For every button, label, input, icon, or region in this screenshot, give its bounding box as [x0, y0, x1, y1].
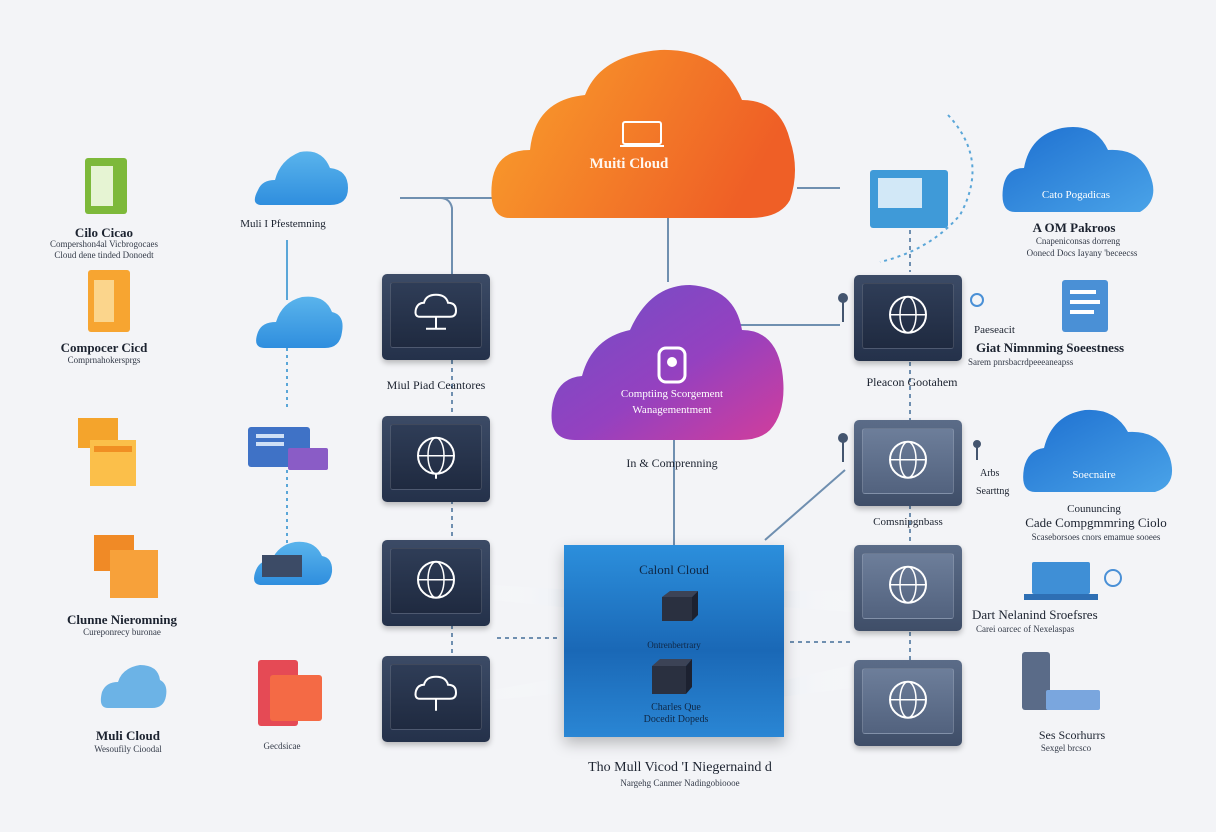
connector-lines [286, 114, 974, 660]
bulb-icon [970, 293, 1122, 587]
box-stack-icon-orange [94, 535, 158, 598]
mid-small1: Arbs [980, 468, 1000, 479]
management-cloud [551, 285, 784, 440]
right-cloud-1-text: Cato Pogadicas [1041, 189, 1111, 201]
phone-icon [1022, 652, 1100, 710]
blue-box-title: Calonl Cloud [639, 562, 709, 577]
management-cloud-line2: Wanagementment [632, 404, 712, 416]
cloud-network-icon [414, 675, 458, 711]
left-item-2-title: Compocer Cicd [60, 340, 148, 355]
right-cloud-2-text: Soecnaire [1072, 469, 1116, 481]
globe-icon [889, 440, 927, 479]
panel2-caption: Pleacon Gootahem [866, 375, 958, 389]
left-item-4-sub1: Wesoufily Cioodal [94, 744, 162, 754]
person-icon [838, 293, 981, 462]
aom-sub2: Oonecd Docs Iayany 'beceecss [1026, 248, 1138, 258]
panel3-caption: Comsnipgnbass [873, 516, 943, 528]
server-icon-orange [88, 270, 130, 332]
pres1: Paeseacit [974, 324, 1015, 336]
laptop-icon-blue [1024, 562, 1098, 600]
cube-icon [652, 659, 692, 694]
left-item-1-sub1: Compershon4al Vicbrogocaes [49, 239, 159, 249]
red-server-icon [258, 660, 322, 726]
monitor-icon-blue [870, 170, 948, 228]
pres2: Giat Nimnming Soeestness [976, 340, 1125, 355]
cc-line2: Cade Compgmmring Ciolo [1025, 515, 1167, 530]
left-item-1-title: Cilo Cicao [74, 225, 134, 240]
document-icon-blue [1062, 280, 1108, 332]
panel-right-4[interactable] [854, 660, 962, 746]
panel-right-2[interactable] [854, 420, 962, 506]
footer-line1: Tho Mull Vicod 'I Niegernaind d [588, 760, 772, 775]
cloud-right-top [1002, 126, 1154, 212]
cloud-network-icon [414, 293, 458, 330]
center-caption: In & Comprenning [626, 456, 718, 470]
main-cloud-title: Muiti Cloud [589, 156, 669, 172]
book-icon-green [85, 158, 127, 214]
footer-line2: Nargehg Canmer Nadingobioooe [620, 778, 740, 788]
ser-sub: Sexgel brcsco [1040, 743, 1092, 753]
cloud-small-bottom [254, 541, 333, 585]
panel-left-3[interactable] [382, 540, 490, 626]
lock-icon [657, 346, 687, 384]
cloud-platform-box[interactable] [564, 545, 784, 737]
panel-right-1[interactable] [854, 275, 962, 361]
aom-title: A OM Pakroos [1032, 220, 1116, 235]
left-item-2-sub1: Comprnahokersprgs [67, 355, 141, 365]
globe-icon [889, 295, 927, 334]
mid-left-panel-caption: Miul Piad Ceantores [386, 378, 486, 392]
cloud-small-top [254, 151, 348, 205]
cloud-right-middle [1023, 409, 1173, 492]
left-item-3-sub1: Cureponrecy buronae [83, 627, 161, 637]
main-cloud [491, 49, 795, 218]
aom-sub1: Cnapeniconsas dorreng [1035, 236, 1121, 246]
mid-left-server-caption: Gecdsicae [263, 741, 301, 751]
left-item-1-sub2: Cloud dene tinded Donoedt [54, 250, 154, 260]
mid-left-top-label: Muli I Pfestemning [240, 218, 326, 230]
cloud-small-middle [256, 296, 343, 348]
left-item-3-title: Clunne Nieromning [67, 612, 177, 627]
management-cloud-line1: Comptiing Scorgement [620, 388, 724, 400]
box-stack-icon-yellow [78, 418, 136, 486]
ser-title: Ses Scorhurrs [1038, 728, 1106, 742]
dart-title: Dart Nelanind Sroefsres [972, 607, 1098, 622]
left-item-4-title: Muli Cloud [96, 728, 160, 743]
panel-right-3[interactable] [854, 545, 962, 631]
panel-left-4[interactable] [382, 656, 490, 742]
blue-box-middle-label: Ontrenbertrary [647, 640, 701, 650]
blue-box-bottom-line1: Charles Que [651, 702, 701, 713]
app-window-icon [248, 427, 328, 470]
mid-small2: Searttng [976, 486, 1010, 497]
panel-left-2[interactable] [382, 416, 490, 502]
cube-icon [662, 591, 698, 621]
server-icon [622, 121, 662, 145]
blue-box-bottom-line2: Docedit Dopeds [643, 714, 709, 725]
globe-icon [889, 565, 927, 604]
globe-icon [417, 436, 455, 479]
panel-left-1[interactable] [382, 274, 490, 360]
cc-line3: Scaseborsoes cnors emamue sooees [1031, 532, 1161, 542]
globe-icon [889, 680, 927, 719]
cloud-icon-light [100, 665, 167, 708]
dart-sub: Carei oarcec of Nexelaspas [976, 624, 1075, 634]
globe-icon [417, 560, 455, 599]
pres3: Sarem pnrsbacrdpeeeaneapss [968, 357, 1074, 367]
cc-line1: Coununcing [1067, 503, 1121, 515]
